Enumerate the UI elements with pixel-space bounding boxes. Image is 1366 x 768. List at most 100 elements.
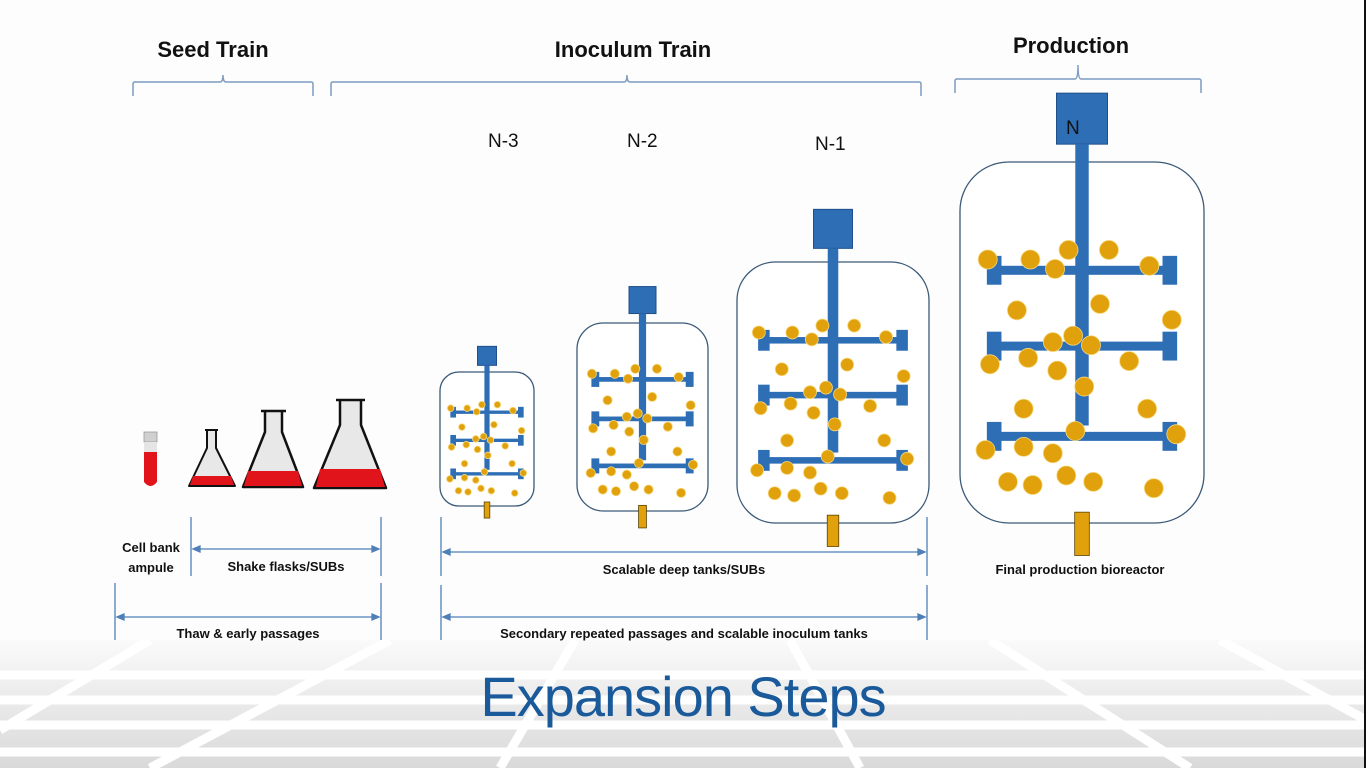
cell: [750, 463, 764, 478]
cell: [877, 433, 892, 448]
cell: [638, 434, 649, 445]
cell: [840, 357, 855, 372]
shaft: [484, 365, 490, 470]
production-bracket: [954, 64, 1202, 93]
cell: [975, 440, 996, 460]
shake-flask-large: [312, 398, 388, 490]
cell: [643, 484, 654, 495]
cell: [1047, 360, 1068, 381]
cell: [847, 318, 862, 333]
stage-label-n2: N-2: [627, 131, 658, 152]
cell: [1119, 351, 1140, 372]
expansion-diagram: [114, 64, 1205, 640]
shake-flasks-label: Shake flasks/SUBs: [227, 559, 345, 574]
motor-icon: [628, 286, 657, 315]
cell: [833, 387, 847, 402]
cell: [827, 417, 842, 432]
slide-title: Expansion Steps: [480, 665, 886, 728]
cell: [586, 368, 597, 379]
cell: [783, 396, 798, 411]
range-arrows: [114, 517, 928, 640]
inoculum-train-header: Inoculum Train: [554, 37, 712, 62]
cell-bank-label-line2: ampule: [128, 560, 174, 575]
cell: [519, 469, 528, 477]
stage-label-n3: N-3: [488, 131, 519, 152]
cell: [454, 487, 463, 495]
cell: [473, 445, 482, 454]
cell: [1143, 478, 1164, 499]
cell: [490, 420, 498, 429]
cell: [606, 446, 617, 457]
stage-label-n: N: [1066, 118, 1080, 139]
cell: [977, 249, 998, 270]
cell: [632, 408, 643, 419]
cell: [1099, 240, 1119, 260]
bioreactor-n2: [576, 286, 709, 529]
cell: [621, 469, 632, 480]
cell: [780, 461, 794, 475]
cell: [813, 481, 828, 496]
cell: [806, 405, 821, 420]
cell: [588, 423, 599, 434]
stage-label-n1: N-1: [815, 134, 846, 155]
cell: [688, 459, 699, 470]
cell: [882, 490, 897, 505]
cell: [1139, 255, 1160, 276]
inoculum-train-bracket: [330, 74, 922, 96]
cell: [804, 332, 819, 347]
cell: [597, 484, 608, 495]
cell: [1074, 376, 1095, 397]
cell: [501, 442, 509, 450]
cell: [446, 404, 455, 412]
cell: [651, 363, 662, 374]
cell: [662, 421, 673, 432]
impeller: [758, 329, 908, 351]
secondary-passages-label: Secondary repeated passages and scalable…: [500, 626, 868, 641]
window-edge: [1364, 0, 1366, 768]
shaft: [638, 313, 647, 461]
cell-bank-ampule: [143, 431, 158, 486]
cell: [624, 426, 635, 437]
production-header: Production: [1012, 33, 1130, 58]
cell: [480, 468, 489, 476]
shaft: [827, 248, 839, 453]
cell: [1063, 325, 1083, 346]
cell: [463, 404, 471, 412]
cell: [820, 449, 835, 464]
cell: [493, 400, 502, 409]
cell: [486, 436, 495, 444]
cell: [1161, 309, 1182, 330]
bioreactor-n3: [439, 345, 535, 519]
cell: [487, 487, 496, 495]
cell: [1056, 465, 1077, 486]
motor-n-icon: [1056, 92, 1108, 145]
cell: [1013, 398, 1034, 419]
harvest-port: [638, 504, 647, 529]
seed-train-header: Seed Train: [157, 37, 269, 62]
cell: [642, 413, 653, 424]
cell: [819, 380, 833, 395]
thaw-arrow: [115, 613, 381, 621]
cell: [517, 426, 526, 435]
scalable-tanks-arrow: [441, 548, 927, 556]
shake-flask-small: [188, 429, 236, 487]
cell: [509, 406, 517, 415]
cell: [787, 488, 802, 503]
cell: [753, 401, 768, 416]
cell: [510, 489, 519, 497]
cell: [629, 481, 640, 492]
cell: [606, 466, 617, 477]
cell: [610, 486, 621, 497]
cell: [774, 362, 789, 377]
cell: [462, 441, 470, 449]
cell: [676, 487, 687, 498]
cell: [1042, 332, 1063, 352]
motor-icon: [477, 345, 497, 366]
floor-background: [0, 640, 1366, 768]
shake-flasks-arrow: [191, 545, 381, 553]
harvest-port: [826, 514, 840, 547]
cell: [484, 451, 492, 460]
cell: [633, 458, 644, 469]
cell: [673, 372, 684, 383]
